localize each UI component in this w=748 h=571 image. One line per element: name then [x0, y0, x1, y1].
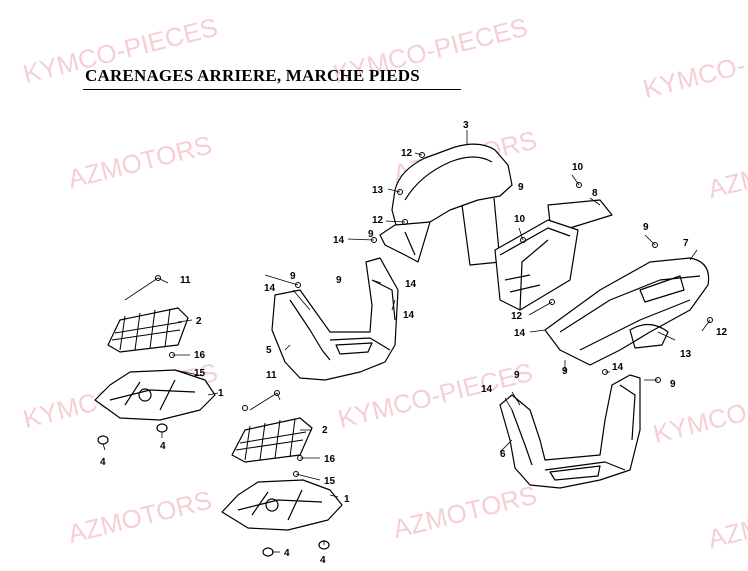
callout-4: 4 [160, 441, 166, 452]
callout-9: 9 [514, 370, 520, 381]
page-title: CARENAGES ARRIERE, MARCHE PIEDS [85, 66, 420, 85]
callout-10: 10 [514, 214, 526, 225]
callout-14: 14 [481, 384, 493, 395]
callout-9: 9 [518, 182, 524, 193]
callout-5: 5 [266, 345, 272, 356]
callout-12: 12 [372, 215, 384, 226]
callout-14: 14 [264, 283, 276, 294]
callout-2: 2 [322, 425, 328, 436]
callout-4: 4 [284, 548, 290, 559]
callout-14: 14 [612, 362, 624, 373]
footplate-part [107, 307, 189, 353]
footplate-part [231, 417, 313, 463]
callout-14: 14 [403, 310, 415, 321]
callout-15: 15 [324, 476, 336, 487]
footrest-frame-part [94, 369, 216, 421]
callout-2: 2 [196, 316, 202, 327]
callout-6: 6 [500, 449, 506, 460]
callout-10: 10 [572, 162, 584, 173]
footrest-frame-part [221, 479, 343, 531]
callout-15: 15 [194, 368, 206, 379]
callout-14: 14 [405, 279, 417, 290]
callout-11: 11 [266, 370, 277, 381]
right-footrest-part [499, 374, 641, 489]
callout-11: 11 [180, 275, 191, 286]
callout-1: 1 [344, 494, 350, 505]
callout-7: 7 [683, 238, 689, 249]
callout-13: 13 [372, 185, 384, 196]
callout-13: 13 [680, 349, 692, 360]
callout-9: 9 [336, 275, 342, 286]
callout-4: 4 [100, 457, 106, 468]
callout-12: 12 [716, 327, 728, 338]
callout-16: 16 [194, 350, 206, 361]
callout-3: 3 [463, 120, 469, 131]
callout-14: 14 [333, 235, 345, 246]
callout-9: 9 [368, 229, 374, 240]
storage-box-part [494, 199, 613, 311]
callout-1: 1 [218, 388, 224, 399]
callout-9: 9 [290, 271, 296, 282]
callout-12: 12 [401, 148, 413, 159]
left-footrest-part [271, 257, 399, 381]
callout-16: 16 [324, 454, 336, 465]
callout-9: 9 [562, 366, 568, 377]
callout-8: 8 [592, 188, 598, 199]
side-cover-part [544, 257, 710, 366]
callout-9: 9 [670, 379, 676, 390]
callouts: 3 12 13 12 9 14 9 10 8 10 9 7 12 13 12 1… [100, 120, 728, 566]
rear-fender-part [379, 143, 513, 266]
callout-12: 12 [511, 311, 523, 322]
callout-9: 9 [643, 222, 649, 233]
callout-14: 14 [514, 328, 526, 339]
title-underline [83, 89, 461, 90]
callout-4: 4 [320, 555, 326, 566]
